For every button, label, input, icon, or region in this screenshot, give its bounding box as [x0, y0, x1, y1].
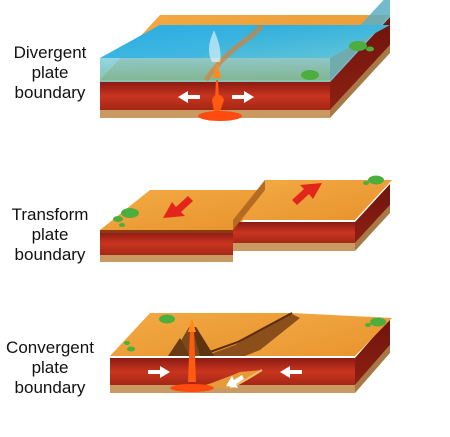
subducting-slab	[196, 370, 262, 388]
bush-icon	[370, 317, 386, 327]
steam-plume	[208, 30, 221, 62]
bush-icon	[368, 175, 384, 185]
convergent-label-line-2: plate	[31, 358, 69, 377]
transform-right-base-side	[355, 205, 390, 251]
arrow-up-right-icon	[292, 183, 322, 205]
mountain-range	[205, 313, 300, 356]
convergent-base-side	[355, 345, 390, 393]
bush-icon	[121, 208, 139, 218]
convergent-block	[110, 312, 392, 393]
bush-icon	[113, 216, 123, 222]
arrow-right-icon	[232, 91, 254, 103]
bush-icon	[127, 346, 135, 352]
transform-right-base	[233, 243, 355, 251]
convergent-boundary-label: Convergent plate boundary	[0, 338, 100, 398]
divergent-lava-root	[212, 94, 224, 112]
convergent-mantle-front	[110, 358, 355, 385]
bush-icon	[349, 41, 367, 51]
divergent-mantle-side	[330, 17, 390, 110]
bush-icon	[365, 323, 371, 327]
arrow-left-icon	[280, 366, 302, 378]
transform-block	[100, 175, 392, 262]
transform-label-line-3: boundary	[14, 245, 86, 264]
transform-left-edge	[100, 230, 233, 233]
bush-icon	[124, 341, 130, 345]
transform-boundary-label: Transform plate boundary	[0, 205, 100, 265]
divergent-label-line-3: boundary	[14, 83, 86, 102]
lava-vent-top	[213, 62, 221, 78]
mountain-ridge-line	[209, 312, 293, 353]
bush-icon	[119, 223, 125, 227]
ocean-surface-light	[100, 25, 260, 58]
arrow-down-left-icon	[163, 196, 193, 218]
divergent-block	[100, 0, 390, 121]
convergent-lava-vent	[188, 318, 196, 332]
transform-left-top	[100, 190, 275, 230]
magma-pool	[198, 111, 242, 121]
convergent-lava-column	[188, 330, 196, 382]
arrow-right-icon	[148, 366, 170, 378]
divergent-base-side	[330, 45, 390, 118]
bush-icon	[363, 181, 369, 185]
arrow-down-left-icon	[226, 375, 244, 388]
transform-right-mantle-side	[355, 184, 390, 243]
divergent-label-line-1: Divergent	[13, 43, 87, 62]
divergent-boundary-label: Divergent plate boundary	[0, 43, 100, 103]
transform-label-line-1: Transform	[11, 205, 89, 224]
transform-left-base	[100, 255, 233, 262]
bush-icon	[159, 314, 175, 324]
transform-right-top	[233, 180, 392, 220]
divergent-label-line-2: plate	[31, 63, 69, 82]
bush-icon	[366, 46, 374, 52]
convergent-magma-pool	[170, 384, 214, 392]
convergent-label-line-1: Convergent	[6, 338, 94, 357]
transform-label-line-2: plate	[31, 225, 69, 244]
volcano-cone-shade	[192, 327, 214, 356]
convergent-right-top	[240, 313, 392, 356]
bush-icon	[301, 70, 319, 80]
arrow-left-icon	[178, 91, 200, 103]
transform-fault-wall	[233, 180, 265, 230]
convergent-mantle-side	[355, 318, 390, 385]
transform-left-mantle	[100, 232, 233, 255]
convergent-label-line-3: boundary	[14, 378, 86, 397]
transform-right-mantle	[233, 222, 355, 243]
volcano-left-hill	[168, 338, 190, 356]
